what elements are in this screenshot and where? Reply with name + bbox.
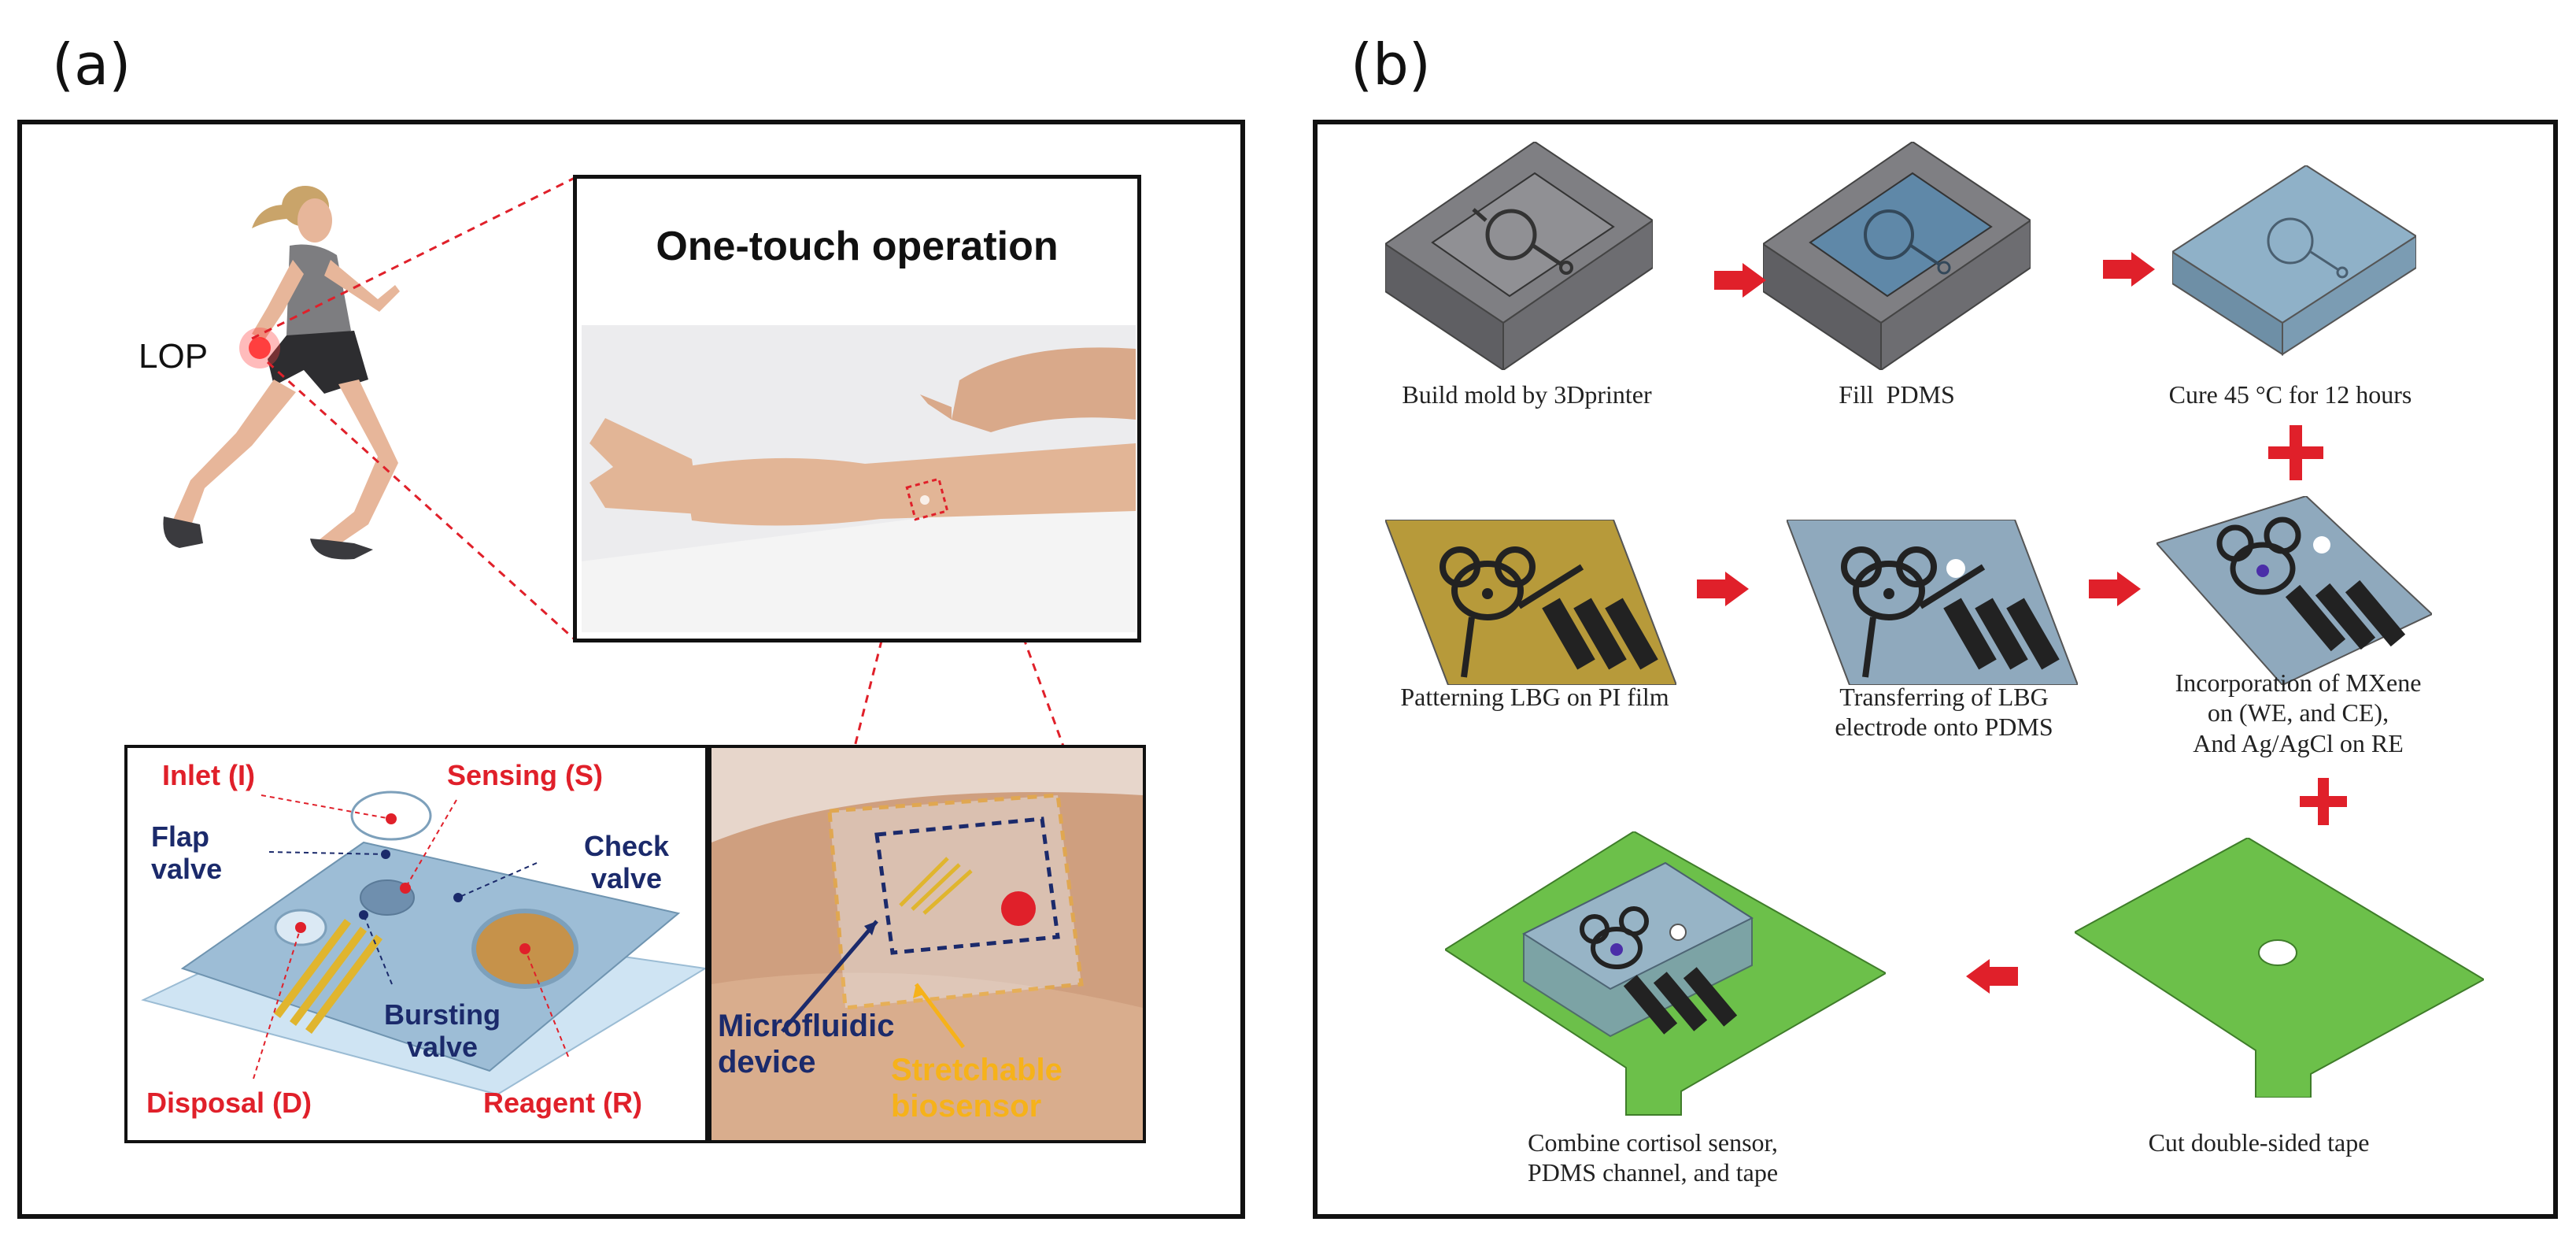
plus-icon [2268,425,2323,480]
runner-illustration [163,186,400,560]
reagent-label: Reagent (R) [483,1087,643,1119]
double-sided-tape-graphic [2075,838,2484,1098]
arrow-right-icon [1697,572,1749,606]
arrow-right-icon [2089,572,2141,606]
step-cure: Cure 45 °C for 12 hours [2168,380,2412,409]
inlet-label: Inlet (I) [162,759,255,791]
bursting-valve-label: Bursting valve [384,998,501,1064]
step-combine: Combine cortisol sensor, PDMS channel, a… [1527,1128,1779,1187]
cured-pdms-graphic [2172,165,2416,356]
mxene-electrode-graphic [2157,496,2432,685]
assembled-sensor-graphic [1445,831,1886,1116]
arrow-left-icon [1966,959,2018,994]
lbg-pdms-graphic [1787,520,2078,685]
one-touch-inset: One-touch operation [573,175,1141,642]
check-valve-label: Check valve [584,830,670,895]
arrow-right-icon [1714,263,1766,298]
stretchable-biosensor-label: Stretchable biosensor [891,1053,1063,1124]
sensing-label: Sensing (S) [447,759,604,791]
mold-graphic [1385,142,1653,370]
flap-valve-label: Flap valve [151,820,223,886]
arm-photo [582,325,1136,632]
step-patterning-lbg: Patterning LBG on PI film [1400,683,1669,711]
microfluidic-schematic [141,791,708,1096]
lop-label: LOP [139,337,209,376]
one-touch-title: One-touch operation [656,224,1059,269]
device-schematic-inset: Inlet (I) Sensing (S) Flap valve Check v… [124,745,708,1143]
panel-b-label: (b) [1351,31,1431,98]
step-transferring-lbg: Transferring of LBG electrode onto PDMS [1835,683,2053,742]
step-incorporation-mxene: Incorporation of MXene on (WE, and CE), … [2175,668,2422,757]
panel-a-label: (a) [52,31,131,98]
step-cut-tape: Cut double-sided tape [2148,1128,2370,1157]
device-photo-inset: Microfluidic device Stretchable biosenso… [708,745,1146,1143]
disposal-label: Disposal (D) [146,1087,312,1119]
pi-film-graphic [1385,520,1676,685]
fill-pdms-graphic [1763,142,2031,370]
arrow-right-icon [2103,252,2155,287]
step-build-mold: Build mold by 3Dprinter [1402,380,1652,409]
step-fill-pdms: Fill PDMS [1839,380,1955,409]
microfluidic-device-label: Microfluidic device [718,1009,895,1079]
plus-icon [2300,778,2347,825]
